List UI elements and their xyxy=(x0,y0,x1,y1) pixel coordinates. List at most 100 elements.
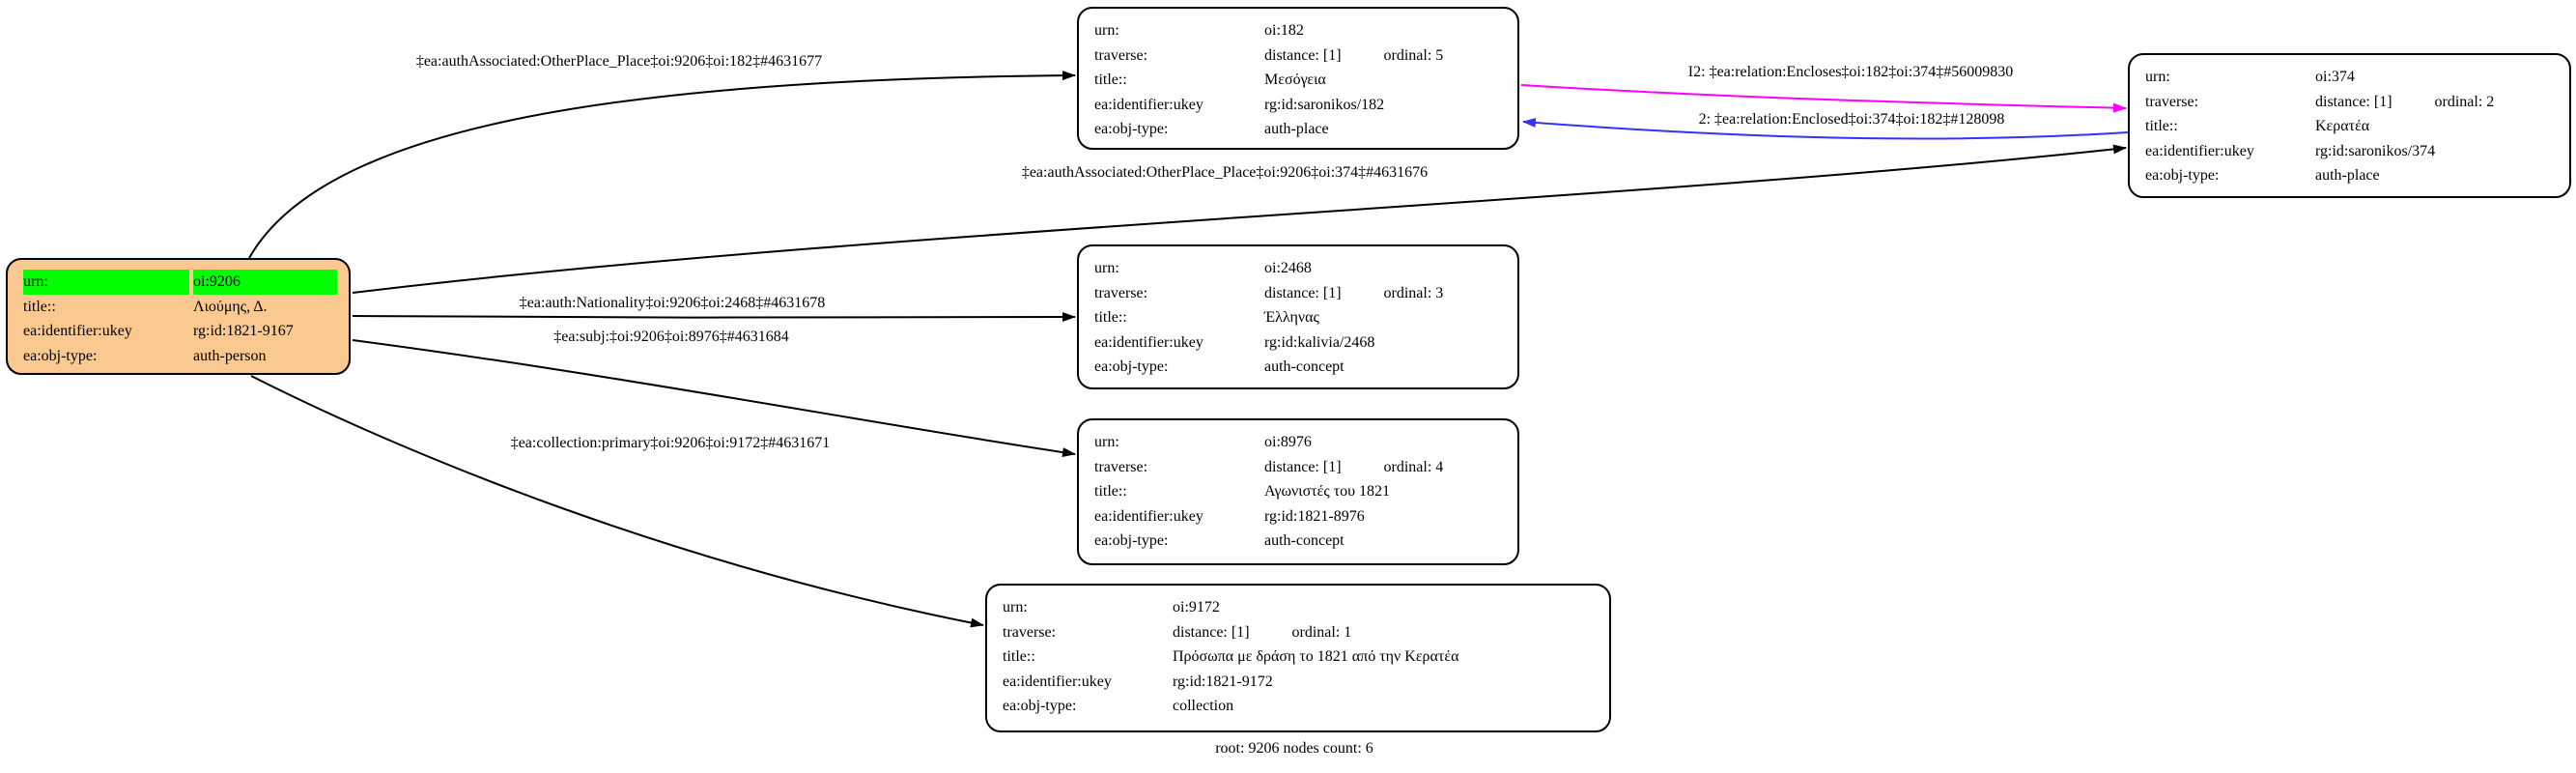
node-oi-374[interactable]: urn: oi:374 traverse: distance: [1] ordi… xyxy=(2128,53,2571,198)
field-key-title: title:: xyxy=(1094,72,1127,88)
node-row-identifier: ea:identifier:ukey rg:id:1821-9167 xyxy=(23,319,337,344)
field-key-title: title:: xyxy=(1003,648,1035,665)
node-oi-9206[interactable]: urn: oi:9206 title:: Λιούμης, Δ. ea:iden… xyxy=(6,258,351,375)
node-row-obj-type: ea:obj-type: auth-place xyxy=(2145,163,2558,188)
field-value-obj-type: auth-concept xyxy=(1264,358,1345,375)
node-row-obj-type: ea:obj-type: collection xyxy=(1003,694,1598,719)
edge-label-enclosed: 2: ‡ea:relation:Enclosed‡oi:374‡oi:182‡#… xyxy=(1698,111,2005,128)
field-value-identifier: rg:id:saronikos/374 xyxy=(2315,142,2436,159)
field-value-obj-type: auth-person xyxy=(193,347,267,364)
field-key-urn: urn: xyxy=(1003,599,1028,616)
node-row-urn: urn: oi:2468 xyxy=(1094,256,1506,281)
node-row-title: title:: Μεσόγεια xyxy=(1094,68,1506,93)
node-oi-8976[interactable]: urn: oi:8976 traverse: distance: [1] ord… xyxy=(1077,418,1519,565)
traverse-ordinal: ordinal: 3 xyxy=(1383,284,1444,301)
node-row-title: title:: Κερατέα xyxy=(2145,114,2558,139)
field-value-title: Κερατέα xyxy=(2315,118,2370,134)
node-row-title: title:: Λιούμης, Δ. xyxy=(23,295,337,320)
node-row-urn: urn: oi:9206 xyxy=(23,270,337,295)
node-row-obj-type: ea:obj-type: auth-concept xyxy=(1094,529,1506,554)
field-value-obj-type: collection xyxy=(1173,698,1234,714)
node-row-obj-type: ea:obj-type: auth-concept xyxy=(1094,355,1506,380)
edge-collection-9206-9172[interactable] xyxy=(250,375,984,628)
field-key-title: title:: xyxy=(23,298,56,315)
edge-label-collection: ‡ea:collection:primary‡oi:9206‡oi:9172‡#… xyxy=(510,435,831,451)
traverse-ordinal: ordinal: 4 xyxy=(1383,458,1444,475)
field-value-title: Μεσόγεια xyxy=(1264,72,1326,88)
field-key-identifier: ea:identifier:ukey xyxy=(1094,333,1203,351)
edge-label-encloses: I2: ‡ea:relation:Encloses‡oi:182‡oi:374‡… xyxy=(1687,64,2014,80)
traverse-ordinal: ordinal: 2 xyxy=(2434,93,2495,110)
field-value-urn: oi:182 xyxy=(1264,22,1304,39)
node-row-title: title:: Πρόσωπα με δράση το 1821 από την… xyxy=(1003,644,1598,670)
field-key-urn: urn: xyxy=(1094,434,1119,450)
node-row-title: title:: Έλληνας xyxy=(1094,305,1506,330)
field-value-title: Πρόσωπα με δράση το 1821 από την Κερατέα xyxy=(1173,648,1459,665)
node-row-identifier: ea:identifier:ukey rg:id:1821-9172 xyxy=(1003,670,1598,695)
node-row-traverse: traverse: distance: [1] ordinal: 2 xyxy=(2145,90,2558,115)
node-row-traverse: traverse: distance: [1] ordinal: 3 xyxy=(1094,281,1506,306)
node-row-identifier: ea:identifier:ukey rg:id:saronikos/374 xyxy=(2145,139,2558,164)
field-value-identifier: rg:id:1821-8976 xyxy=(1264,507,1365,525)
edge-authassociated-9206-374[interactable] xyxy=(352,144,2127,294)
field-key-obj-type: ea:obj-type: xyxy=(1094,358,1169,375)
edge-label-nationality: ‡ea:auth:Nationality‡oi:9206‡oi:2468‡#46… xyxy=(519,295,826,311)
node-oi-2468[interactable]: urn: oi:2468 traverse: distance: [1] ord… xyxy=(1077,244,1519,389)
field-key-obj-type: ea:obj-type: xyxy=(1003,698,1077,714)
field-value-title: Λιούμης, Δ. xyxy=(193,298,268,315)
field-value-obj-type: auth-place xyxy=(1264,121,1329,137)
node-oi-9172[interactable]: urn: oi:9172 traverse: distance: [1] ord… xyxy=(985,584,1611,732)
field-key-title: title:: xyxy=(2145,118,2178,134)
field-value-traverse: distance: [1] ordinal: 4 xyxy=(1264,455,1506,480)
field-key-urn: urn: xyxy=(1094,22,1119,39)
edge-label-subj: ‡ea:subj:‡oi:9206‡oi:8976‡#4631684 xyxy=(553,329,789,345)
field-key-obj-type: ea:obj-type: xyxy=(23,347,98,364)
field-value-urn: oi:2468 xyxy=(1264,260,1312,276)
field-value-identifier: rg:id:kalivia/2468 xyxy=(1264,333,1375,351)
node-row-traverse: traverse: distance: [1] ordinal: 4 xyxy=(1094,455,1506,480)
field-key-identifier: ea:identifier:ukey xyxy=(1094,507,1203,525)
field-key-title: title:: xyxy=(1094,309,1127,326)
field-value-traverse: distance: [1] ordinal: 1 xyxy=(1173,620,1598,645)
field-key-urn: urn: xyxy=(23,270,189,295)
node-row-traverse: traverse: distance: [1] ordinal: 1 xyxy=(1003,620,1598,645)
edge-subj-9206-8976[interactable] xyxy=(352,339,1076,458)
field-value-traverse: distance: [1] ordinal: 3 xyxy=(1264,281,1506,306)
field-value-urn: oi:374 xyxy=(2315,69,2355,85)
field-value-obj-type: auth-concept xyxy=(1264,532,1345,549)
node-row-identifier: ea:identifier:ukey rg:id:1821-8976 xyxy=(1094,504,1506,530)
field-value-obj-type: auth-place xyxy=(2315,167,2380,184)
traverse-distance: distance: [1] xyxy=(1264,458,1342,475)
field-key-traverse: traverse: xyxy=(1094,458,1148,475)
node-row-obj-type: ea:obj-type: auth-person xyxy=(23,344,337,369)
node-row-title: title:: Αγωνιστές του 1821 xyxy=(1094,479,1506,504)
field-key-identifier: ea:identifier:ukey xyxy=(23,323,132,339)
field-key-identifier: ea:identifier:ukey xyxy=(2145,142,2254,159)
field-key-urn: urn: xyxy=(2145,69,2170,85)
edge-encloses-182-374[interactable] xyxy=(1520,84,2127,113)
edge-nationality-9206-2468[interactable] xyxy=(352,312,1076,323)
field-key-traverse: traverse: xyxy=(1094,284,1148,301)
node-row-urn: urn: oi:182 xyxy=(1094,18,1506,43)
field-value-identifier: rg:id:1821-9172 xyxy=(1173,673,1273,690)
node-row-urn: urn: oi:374 xyxy=(2145,65,2558,90)
field-value-title: Έλληνας xyxy=(1264,309,1319,326)
node-oi-182[interactable]: urn: oi:182 traverse: distance: [1] ordi… xyxy=(1077,7,1519,150)
edge-authassociated-9206-182[interactable] xyxy=(248,71,1076,259)
field-key-identifier: ea:identifier:ukey xyxy=(1094,96,1203,113)
node-row-obj-type: ea:obj-type: auth-place xyxy=(1094,117,1506,142)
field-value-identifier: rg:id:1821-9167 xyxy=(193,323,294,339)
edge-label-authassociated-182: ‡ea:authAssociated:OtherPlace_Place‡oi:9… xyxy=(415,53,823,70)
field-value-identifier: rg:id:saronikos/182 xyxy=(1264,96,1385,113)
field-value-urn: oi:9172 xyxy=(1173,599,1220,616)
field-key-traverse: traverse: xyxy=(1003,623,1057,641)
field-key-identifier: ea:identifier:ukey xyxy=(1003,673,1112,690)
node-row-identifier: ea:identifier:ukey rg:id:saronikos/182 xyxy=(1094,93,1506,118)
field-value-title: Αγωνιστές του 1821 xyxy=(1264,483,1391,500)
edge-enclosed-374-182[interactable] xyxy=(1522,117,2129,140)
node-row-identifier: ea:identifier:ukey rg:id:kalivia/2468 xyxy=(1094,330,1506,356)
node-row-traverse: traverse: distance: [1] ordinal: 5 xyxy=(1094,43,1506,69)
traverse-distance: distance: [1] xyxy=(2315,93,2392,110)
